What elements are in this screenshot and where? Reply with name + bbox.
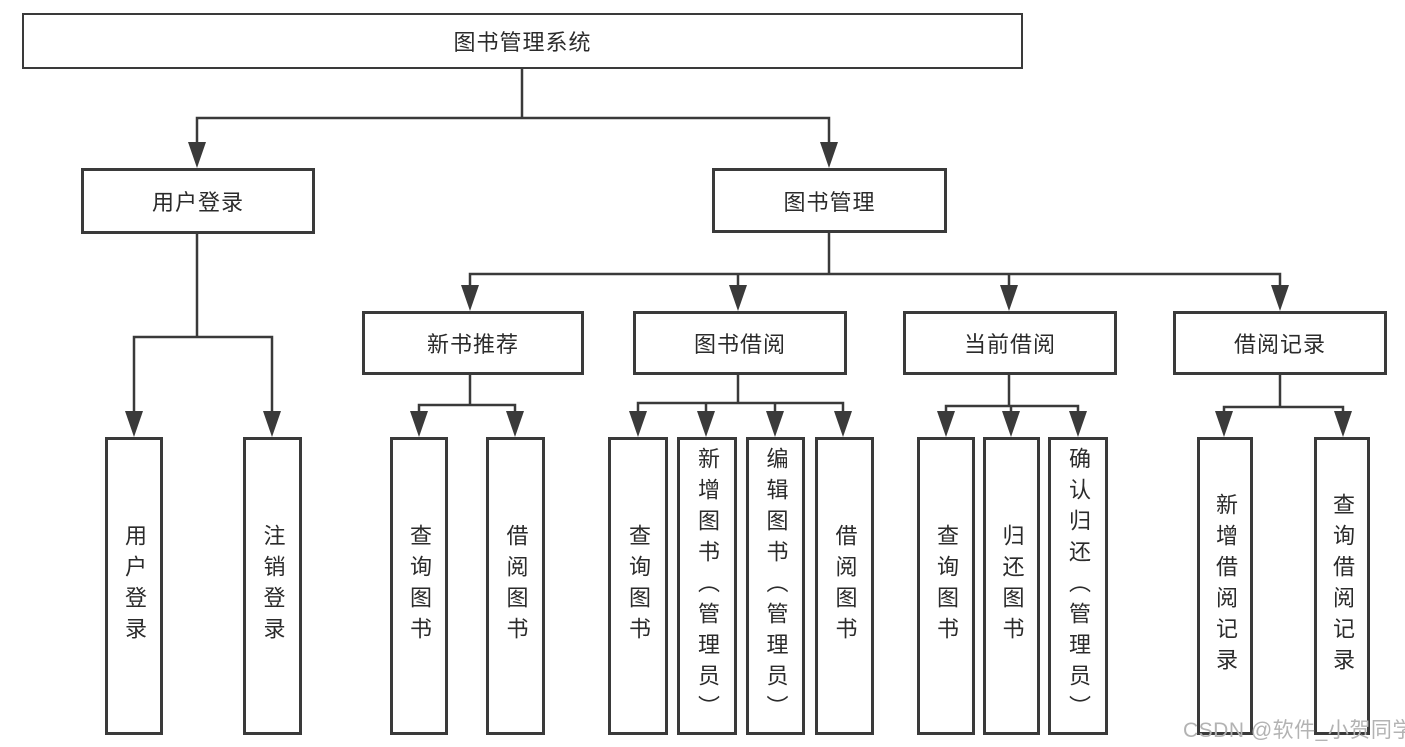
leaf-recommend-query-books-label: 查询图书 (407, 524, 432, 648)
leaf-current-return-books: 归还图书 (983, 437, 1040, 735)
node-root-label: 图书管理系统 (453, 30, 592, 55)
leaf-records-query-record-label: 查询借阅记录 (1330, 493, 1355, 679)
node-book-management: 图书管理 (712, 168, 947, 233)
arrowhead-icon (937, 411, 955, 437)
leaf-current-confirm-return-admin: 确认归还（管理员） (1048, 437, 1108, 735)
leaf-records-add-record-label: 新增借阅记录 (1213, 493, 1238, 679)
node-current-borrowing-label: 当前借阅 (963, 332, 1056, 357)
node-new-book-recommend-label: 新书推荐 (426, 332, 519, 357)
watermark: CSDN @软件_小贺同学 (1183, 719, 1405, 742)
arrowhead-icon (506, 411, 524, 437)
arrowhead-icon (1334, 411, 1352, 437)
arrowhead-icon (263, 411, 281, 437)
node-book-management-label: 图书管理 (783, 189, 876, 215)
leaf-logout-label: 注销登录 (260, 524, 286, 648)
leaf-current-return-books-label: 归还图书 (999, 524, 1025, 648)
arrowhead-icon (1069, 411, 1087, 437)
node-new-book-recommend: 新书推荐 (362, 311, 584, 375)
node-current-borrowing: 当前借阅 (903, 311, 1117, 375)
leaf-borrowing-borrow-books: 借阅图书 (815, 437, 874, 735)
node-root: 图书管理系统 (22, 13, 1023, 69)
leaf-recommend-borrow-books-label: 借阅图书 (503, 524, 529, 648)
arrowhead-icon (125, 411, 143, 437)
arrowhead-icon (1000, 285, 1018, 311)
arrowhead-icon (766, 411, 784, 437)
leaf-borrowing-borrow-books-label: 借阅图书 (832, 524, 858, 648)
leaf-current-query-books: 查询图书 (917, 437, 975, 735)
node-book-borrowing: 图书借阅 (633, 311, 847, 375)
leaf-borrowing-add-books-admin-label: 新增图书（管理员） (695, 446, 720, 726)
arrowhead-icon (629, 411, 647, 437)
leaf-records-add-record: 新增借阅记录 (1197, 437, 1253, 735)
arrowhead-icons (125, 142, 1352, 437)
arrowhead-icon (697, 411, 715, 437)
node-user-login: 用户登录 (81, 168, 315, 234)
arrowhead-icon (820, 142, 838, 168)
leaf-borrowing-query-books: 查询图书 (608, 437, 668, 735)
node-borrowing-records: 借阅记录 (1173, 311, 1387, 375)
leaf-logout: 注销登录 (243, 437, 302, 735)
leaf-borrowing-add-books-admin: 新增图书（管理员） (677, 437, 737, 735)
node-user-login-label: 用户登录 (151, 190, 244, 215)
arrowhead-icon (1215, 411, 1233, 437)
arrowhead-icon (1271, 285, 1289, 311)
arrowhead-icon (1002, 411, 1020, 437)
node-borrowing-records-label: 借阅记录 (1233, 332, 1326, 357)
arrowhead-icon (410, 411, 428, 437)
leaf-borrowing-edit-books-admin: 编辑图书（管理员） (746, 437, 805, 735)
leaf-records-query-record: 查询借阅记录 (1314, 437, 1370, 735)
leaf-current-confirm-return-admin-label: 确认归还（管理员） (1066, 446, 1091, 726)
leaf-current-query-books-label: 查询图书 (934, 524, 959, 648)
arrowhead-icon (188, 142, 206, 168)
arrowhead-icon (834, 411, 852, 437)
leaf-borrowing-edit-books-admin-label: 编辑图书（管理员） (763, 446, 789, 726)
node-book-borrowing-label: 图书借阅 (693, 332, 786, 357)
leaf-recommend-borrow-books: 借阅图书 (486, 437, 545, 735)
leaf-user-login: 用户登录 (105, 437, 163, 735)
leaf-recommend-query-books: 查询图书 (390, 437, 448, 735)
arrowhead-icon (461, 285, 479, 311)
arrowhead-icon (729, 285, 747, 311)
leaf-user-login-label: 用户登录 (122, 524, 147, 648)
leaf-borrowing-query-books-label: 查询图书 (626, 524, 651, 648)
